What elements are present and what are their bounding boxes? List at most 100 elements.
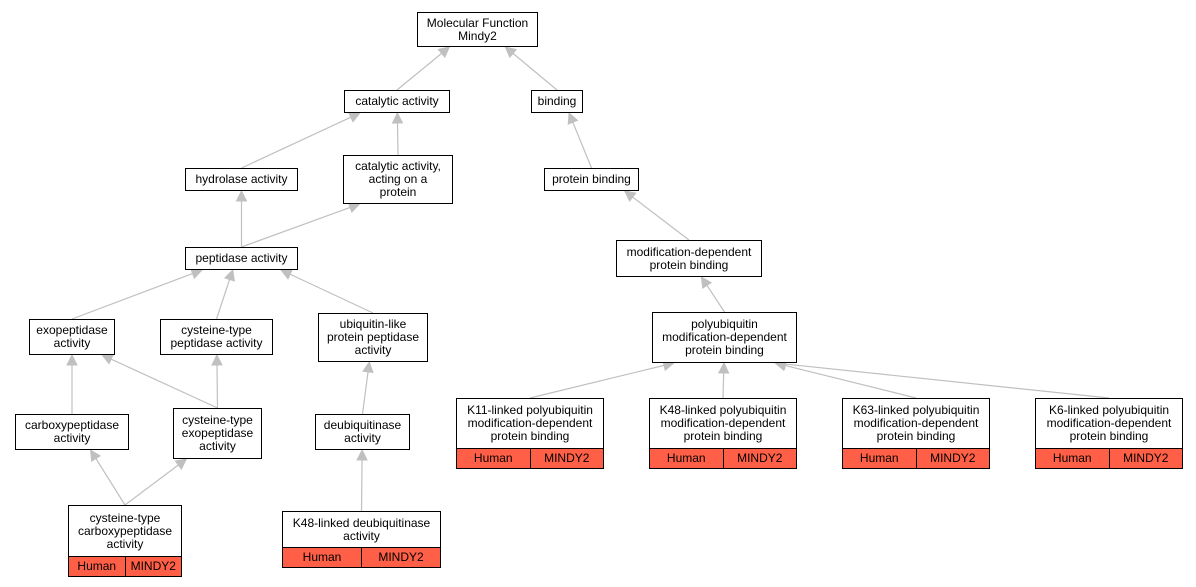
arrowhead — [717, 361, 730, 374]
annotation-row: Human MINDY2 — [457, 448, 603, 468]
node-label: carboxypeptidase activity — [24, 418, 120, 445]
arrowhead — [391, 111, 404, 124]
edge-ubl_peptidase-to-peptidase — [289, 273, 374, 314]
arrowhead — [700, 276, 713, 289]
node-molecular-function[interactable]: Molecular Function Mindy2 — [417, 12, 538, 47]
node-k63-linked-polyubiquitin-binding[interactable]: K63-linked polyubiquitin modification-de… — [842, 398, 990, 469]
node-label: deubiquitinase activity — [323, 418, 402, 445]
edge-mod_dep-to-protein_binding — [632, 196, 690, 241]
node-label: exopeptidase activity — [36, 323, 108, 350]
edge-hydrolase-to-catalytic — [241, 116, 352, 169]
node-cysteine-type-peptidase-activity[interactable]: cysteine-type peptidase activity — [160, 319, 273, 355]
edge-cys_exo-to-exopeptidase — [110, 358, 218, 409]
arrowhead — [362, 360, 374, 374]
node-label: hydrolase activity — [195, 172, 288, 186]
arrowhead — [623, 190, 637, 202]
arrowhead — [356, 448, 368, 461]
arrowhead — [567, 111, 579, 125]
edge-k11-to-polyub — [529, 364, 665, 399]
node-k48-linked-deubiquitinase-activity[interactable]: K48-linked deubiquitinase activity Human… — [282, 511, 441, 568]
gene-cell: MINDY2 — [361, 548, 440, 567]
node-k48-linked-polyubiquitin-binding[interactable]: K48-linked polyubiquitin modification-de… — [649, 398, 797, 469]
annotation-row: Human MINDY2 — [650, 448, 796, 468]
edge-peptidase-to-cat_protein — [241, 206, 351, 248]
arrowhead — [347, 112, 361, 123]
node-label: K11-linked polyubiquitin modification-de… — [467, 403, 593, 443]
species-cell: Human — [283, 548, 361, 567]
node-deubiquitinase-activity[interactable]: deubiquitinase activity — [315, 414, 410, 450]
arrowhead — [66, 353, 78, 366]
node-peptidase-activity[interactable]: peptidase activity — [185, 247, 298, 270]
node-cysteine-type-exopeptidase-activity[interactable]: cysteine-type exopeptidase activity — [173, 408, 262, 459]
edge-k48b-to-polyub — [722, 372, 725, 399]
arrowhead — [280, 269, 294, 280]
arrowhead — [89, 449, 102, 462]
node-k6-linked-polyubiquitin-binding[interactable]: K6-linked polyubiquitin modification-dep… — [1035, 398, 1183, 469]
edge-exopeptidase-to-peptidase — [71, 272, 193, 320]
node-exopeptidase-activity[interactable]: exopeptidase activity — [29, 319, 115, 355]
arrowhead — [101, 354, 115, 365]
edge-k48d-to-deub — [360, 459, 363, 512]
node-label: Molecular Function Mindy2 — [426, 15, 529, 43]
node-label: K63-linked polyubiquitin modification-de… — [852, 403, 980, 443]
node-label: binding — [537, 94, 577, 108]
node-label: ubiquitin-like protein peptidase activit… — [326, 317, 420, 357]
arrowhead — [347, 202, 361, 214]
edge-k6-to-polyub — [785, 363, 1110, 399]
gene-cell: MINDY2 — [722, 449, 796, 468]
node-binding[interactable]: binding — [531, 90, 583, 113]
species-cell: Human — [457, 449, 530, 468]
arrowhead — [504, 46, 518, 59]
node-modification-dependent-protein-binding[interactable]: modification-dependent protein binding — [616, 240, 762, 277]
annotation-row: Human MINDY2 — [283, 547, 440, 567]
edge-deub-to-ubl_peptidase — [361, 371, 369, 415]
edge-polyub-to-mod_dep — [706, 285, 726, 313]
edge-catalytic-to-root — [396, 52, 442, 91]
annotation-row: Human MINDY2 — [1036, 448, 1182, 468]
node-catalytic-activity[interactable]: catalytic activity — [344, 90, 450, 113]
species-cell: Human — [1036, 449, 1109, 468]
arrowhead — [211, 353, 223, 366]
node-cysteine-type-carboxypeptidase-activity[interactable]: cysteine-type carboxypeptidase activity … — [68, 505, 182, 577]
gene-cell: MINDY2 — [1108, 449, 1182, 468]
node-label: K6-linked polyubiquitin modification-dep… — [1046, 403, 1172, 443]
arrowhead — [223, 268, 235, 282]
node-label: catalytic activity, acting on a protein — [355, 159, 441, 199]
annotation-row: Human MINDY2 — [843, 448, 989, 468]
node-label: cysteine-type exopeptidase activity — [181, 413, 254, 453]
node-ubiquitin-like-protein-peptidase-activity[interactable]: ubiquitin-like protein peptidase activit… — [318, 313, 428, 362]
species-cell: Human — [843, 449, 916, 468]
node-label: K48-linked deubiquitinase activity — [292, 515, 431, 543]
edge-k63-to-polyub — [784, 364, 917, 399]
edge-cys_carboxy-to-carboxypeptidase — [95, 458, 126, 506]
node-catalytic-activity-on-protein[interactable]: catalytic activity, acting on a protein — [343, 155, 453, 204]
arrowhead — [174, 458, 188, 470]
gene-cell: MINDY2 — [915, 449, 989, 468]
node-carboxypeptidase-activity[interactable]: carboxypeptidase activity — [15, 414, 129, 450]
node-label: catalytic activity — [355, 94, 439, 108]
node-label: modification-dependent protein binding — [626, 244, 752, 272]
node-polyubiquitin-modification-dependent-protein-binding[interactable]: polyubiquitin modification-dependent pro… — [652, 312, 797, 363]
edge-cys_carboxy-to-cys_exo — [124, 464, 179, 506]
arrowhead — [190, 268, 203, 280]
node-hydrolase-activity[interactable]: hydrolase activity — [185, 168, 298, 191]
node-label: cysteine-type peptidase activity — [170, 323, 263, 350]
node-label: K48-linked polyubiquitin modification-de… — [659, 403, 787, 443]
gene-cell: MINDY2 — [529, 449, 603, 468]
arrowhead — [235, 189, 248, 202]
species-cell: Human — [650, 449, 723, 468]
edge-protein_binding-to-binding — [572, 122, 593, 169]
node-label: polyubiquitin modification-dependent pro… — [662, 317, 787, 357]
arrowhead — [437, 46, 451, 59]
node-label: protein binding — [552, 172, 631, 186]
gene-cell: MINDY2 — [124, 557, 181, 576]
node-label: cysteine-type carboxypeptidase activity — [77, 510, 173, 551]
edge-cys_exo-to-cys_peptidase — [216, 364, 219, 409]
node-protein-binding[interactable]: protein binding — [544, 168, 639, 191]
annotation-row: Human MINDY2 — [69, 556, 181, 576]
node-k11-linked-polyubiquitin-binding[interactable]: K11-linked polyubiquitin modification-de… — [456, 398, 604, 469]
species-cell: Human — [69, 557, 125, 576]
edge-binding-to-root — [512, 52, 558, 91]
edge-cys_peptidase-to-peptidase — [215, 279, 231, 320]
